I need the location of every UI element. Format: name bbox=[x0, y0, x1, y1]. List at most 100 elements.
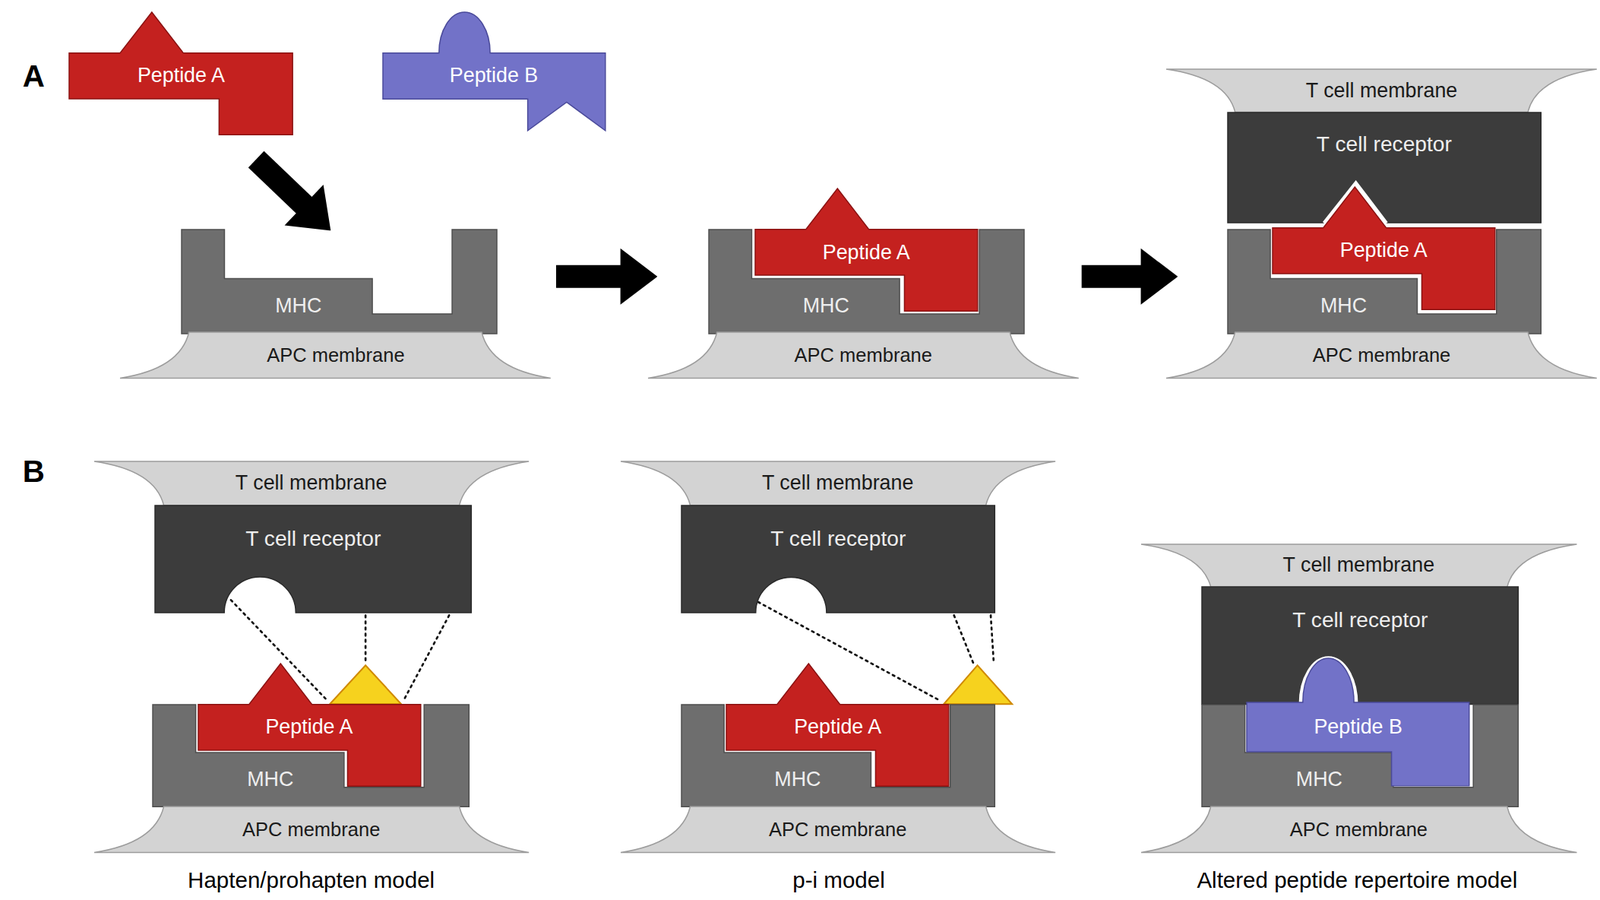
membrane-shape-outline bbox=[620, 461, 1056, 506]
apc-membrane: APC membrane bbox=[94, 806, 529, 852]
t-cell-membrane: T cell membrane bbox=[1141, 543, 1578, 587]
peptide-b: Peptide B bbox=[382, 12, 606, 131]
shape-label: Peptide A bbox=[822, 241, 911, 265]
t-cell-receptor: T cell receptor bbox=[1201, 586, 1518, 704]
arrow-head bbox=[286, 186, 330, 230]
text-region: Peptide A bbox=[735, 704, 940, 750]
contact-line bbox=[758, 601, 941, 701]
membrane-shape-outline bbox=[1166, 69, 1597, 112]
shape-label: APC membrane bbox=[266, 344, 405, 366]
t-cell-receptor: T cell receptor bbox=[154, 505, 472, 613]
t-cell-membrane: T cell membrane bbox=[94, 461, 529, 506]
peptide-a: Peptide A bbox=[726, 663, 949, 786]
peptide-shape-outline bbox=[69, 12, 293, 135]
membrane-shape-outline bbox=[1141, 543, 1577, 587]
t-cell-receptor: T cell receptor bbox=[681, 505, 995, 613]
text-region: Peptide B bbox=[1255, 701, 1461, 752]
shape-label: MHC bbox=[803, 294, 850, 318]
text-region: T cell membrane bbox=[1235, 69, 1528, 112]
t-cell-receptor: T cell receptor bbox=[1227, 112, 1541, 223]
shape-label: T cell membrane bbox=[235, 471, 388, 495]
shape-label: Peptide A bbox=[793, 715, 882, 739]
mhc-shape-outline bbox=[152, 704, 469, 807]
arrow-shaft bbox=[556, 265, 629, 288]
text-region: APC membrane bbox=[1235, 332, 1528, 378]
membrane-shape-outline bbox=[120, 332, 551, 378]
shape-label: APC membrane bbox=[242, 818, 380, 840]
receptor-shape bbox=[681, 505, 995, 613]
shape-label: Peptide A bbox=[1340, 239, 1428, 263]
shape-label: APC membrane bbox=[1312, 344, 1451, 366]
shape-label: APC membrane bbox=[768, 818, 907, 840]
mhc-shape-outline bbox=[681, 704, 995, 807]
panel-letter: B bbox=[22, 454, 45, 488]
peptide-a: Peptide A bbox=[198, 663, 421, 786]
text-region: MHC bbox=[1245, 752, 1394, 807]
panel-caption: Hapten/prohapten model bbox=[187, 867, 435, 893]
arrow-shaft bbox=[256, 159, 310, 211]
arrow-shaft bbox=[1081, 265, 1149, 288]
shape-label: MHC bbox=[1320, 294, 1367, 318]
mhc-shape-outline bbox=[1227, 229, 1541, 334]
panel-caption: Altered peptide repertoire model bbox=[1196, 867, 1518, 893]
process-arrow bbox=[256, 159, 330, 230]
membrane-shape-outline bbox=[648, 332, 1079, 378]
receptor-shape bbox=[154, 505, 472, 613]
shape-label: T cell receptor bbox=[770, 526, 906, 551]
process-arrow bbox=[556, 249, 657, 304]
apc-membrane: APC membrane bbox=[120, 332, 551, 378]
text-region: Peptide A bbox=[206, 704, 412, 750]
membrane-shape-outline bbox=[94, 806, 529, 852]
text-region: T cell receptor bbox=[697, 505, 980, 572]
shape-label: APC membrane bbox=[794, 344, 933, 366]
text-region: Peptide A bbox=[1281, 227, 1487, 273]
shape-label: MHC bbox=[1296, 768, 1343, 791]
shape-label: Peptide B bbox=[1313, 715, 1402, 739]
panel-caption: p-i model bbox=[792, 867, 885, 893]
text-region: T cell membrane bbox=[1210, 543, 1507, 587]
shape-label: Peptide A bbox=[137, 64, 225, 88]
text-region: APC membrane bbox=[689, 806, 986, 852]
mhc-shape-outline bbox=[181, 229, 497, 334]
text-region: MHC bbox=[752, 278, 901, 335]
receptor-shape-outline bbox=[681, 505, 995, 613]
text-region: T cell receptor bbox=[170, 505, 456, 572]
peptide-b: Peptide B bbox=[1246, 657, 1470, 786]
t-cell-membrane: T cell membrane bbox=[620, 461, 1056, 506]
receptor-shape-outline bbox=[154, 505, 472, 613]
apc-membrane: APC membrane bbox=[1141, 806, 1578, 852]
shape-label: APC membrane bbox=[1290, 818, 1428, 840]
text-region: T cell membrane bbox=[689, 461, 986, 506]
text-region: APC membrane bbox=[189, 332, 482, 378]
text-region: Peptide B bbox=[391, 53, 596, 99]
peptide-a: Peptide A bbox=[69, 12, 293, 135]
shape-label: Peptide A bbox=[265, 715, 353, 739]
shape-label: MHC bbox=[774, 768, 821, 791]
mhc-shape bbox=[181, 229, 497, 334]
contact-line bbox=[990, 614, 994, 663]
text-region: APC membrane bbox=[717, 332, 1010, 378]
contact-line bbox=[364, 614, 367, 661]
membrane-shape-outline bbox=[1166, 332, 1597, 378]
apc-membrane: APC membrane bbox=[620, 806, 1056, 852]
membrane-shape-outline bbox=[620, 806, 1056, 852]
peptide-a: Peptide A bbox=[755, 188, 978, 311]
apc-membrane: APC membrane bbox=[648, 332, 1079, 378]
text-region: T cell receptor bbox=[1242, 112, 1525, 177]
text-region: MHC bbox=[224, 278, 374, 335]
shape-label: T cell membrane bbox=[1305, 79, 1458, 103]
drug-molecule bbox=[943, 664, 1012, 704]
shape-label: T cell receptor bbox=[1316, 132, 1452, 156]
apc-membrane: APC membrane bbox=[1166, 332, 1597, 378]
shape-label: MHC bbox=[275, 294, 322, 318]
membrane-shape-outline bbox=[1141, 806, 1577, 852]
arrow-head bbox=[621, 249, 657, 304]
text-region: T cell receptor bbox=[1217, 586, 1503, 652]
receptor-shape bbox=[1201, 586, 1518, 704]
shape-label: T cell membrane bbox=[762, 471, 914, 495]
process-arrow bbox=[1081, 249, 1177, 304]
membrane-shape-outline bbox=[94, 461, 529, 506]
receptor-shape bbox=[1227, 112, 1541, 223]
text-region: MHC bbox=[196, 752, 345, 807]
